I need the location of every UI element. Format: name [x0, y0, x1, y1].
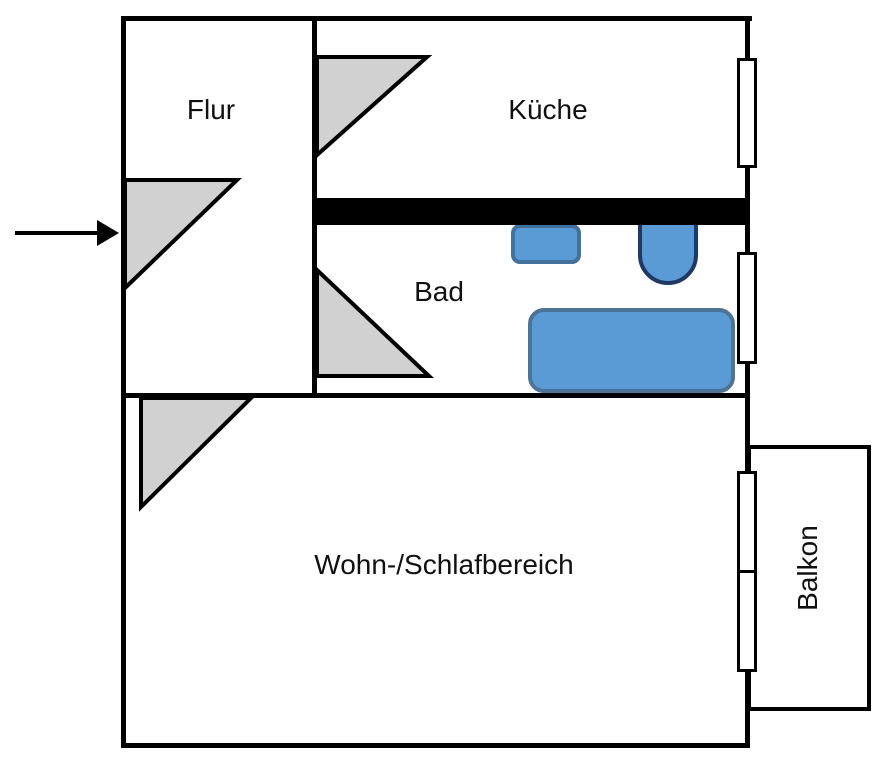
wohnbereich-door-swing	[139, 396, 256, 512]
kueche-door-swing	[315, 55, 433, 160]
wall-right	[745, 16, 750, 748]
wall-left	[121, 16, 126, 748]
wall-kueche-bad-thick	[317, 198, 746, 225]
room-label-flur: Flur	[186, 94, 236, 125]
room-label-wohn-schlafbereich: Wohn-/Schlafbereich	[314, 549, 574, 580]
room-label-bad: Bad	[414, 276, 464, 307]
toilet	[638, 220, 698, 285]
room-label-kueche: Küche	[508, 94, 588, 125]
wall-top	[121, 16, 752, 21]
window-wohnbereich-lower	[737, 570, 757, 672]
window-wohnbereich-upper	[737, 471, 757, 573]
bathtub	[528, 308, 735, 393]
window-kueche	[737, 58, 757, 168]
sink	[511, 224, 581, 264]
room-label-balkon: Balkon	[792, 525, 823, 611]
window-bad	[737, 252, 757, 364]
entrance-door-swing	[123, 178, 242, 293]
wall-mid-horizontal	[121, 393, 750, 398]
entrance-arrow-icon	[15, 220, 119, 246]
wall-bottom	[121, 743, 750, 748]
wall-flur-kueche	[312, 16, 317, 398]
